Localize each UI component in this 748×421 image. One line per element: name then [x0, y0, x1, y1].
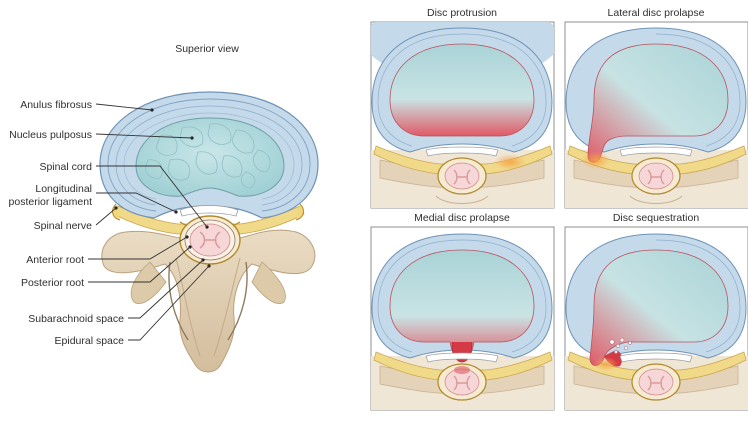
posterior-ligament	[179, 205, 239, 217]
label-spinal-nerve: Spinal nerve	[34, 220, 93, 232]
label-anterior-root: Anterior root	[26, 254, 84, 266]
label-spinal-cord: Spinal cord	[39, 161, 92, 173]
panel-title-disc-protrusion: Disc protrusion	[427, 7, 497, 19]
label-longitudinal-line1: Longitudinal	[35, 183, 92, 195]
leader-lines	[88, 103, 210, 341]
vertebral-arch	[101, 229, 316, 373]
label-nucleus-pulposus: Nucleus pulposus	[9, 129, 92, 141]
label-longitudinal-line2: posterior ligament	[9, 196, 93, 208]
spinal-canal	[179, 215, 241, 265]
label-posterior-root: Posterior root	[21, 277, 84, 289]
panel-medial-disc-prolapse	[370, 226, 555, 411]
superior-view: Superior view	[9, 43, 319, 373]
panel-title-lateral-disc-prolapse: Lateral disc prolapse	[608, 7, 705, 19]
intervertebral-disc	[99, 91, 319, 219]
label-anulus-fibrosus: Anulus fibrosus	[20, 99, 92, 111]
panel-title-medial-disc-prolapse: Medial disc prolapse	[414, 212, 510, 224]
ligament-band	[112, 203, 305, 235]
panel-lateral-disc-prolapse	[564, 21, 748, 209]
panel-disc-protrusion	[370, 21, 555, 209]
panel-disc-sequestration	[564, 226, 748, 411]
label-subarachnoid-space: Subarachnoid space	[28, 313, 124, 325]
panel-title-disc-sequestration: Disc sequestration	[613, 212, 700, 224]
superior-view-title: Superior view	[175, 43, 239, 55]
label-epidural-space: Epidural space	[55, 335, 125, 347]
